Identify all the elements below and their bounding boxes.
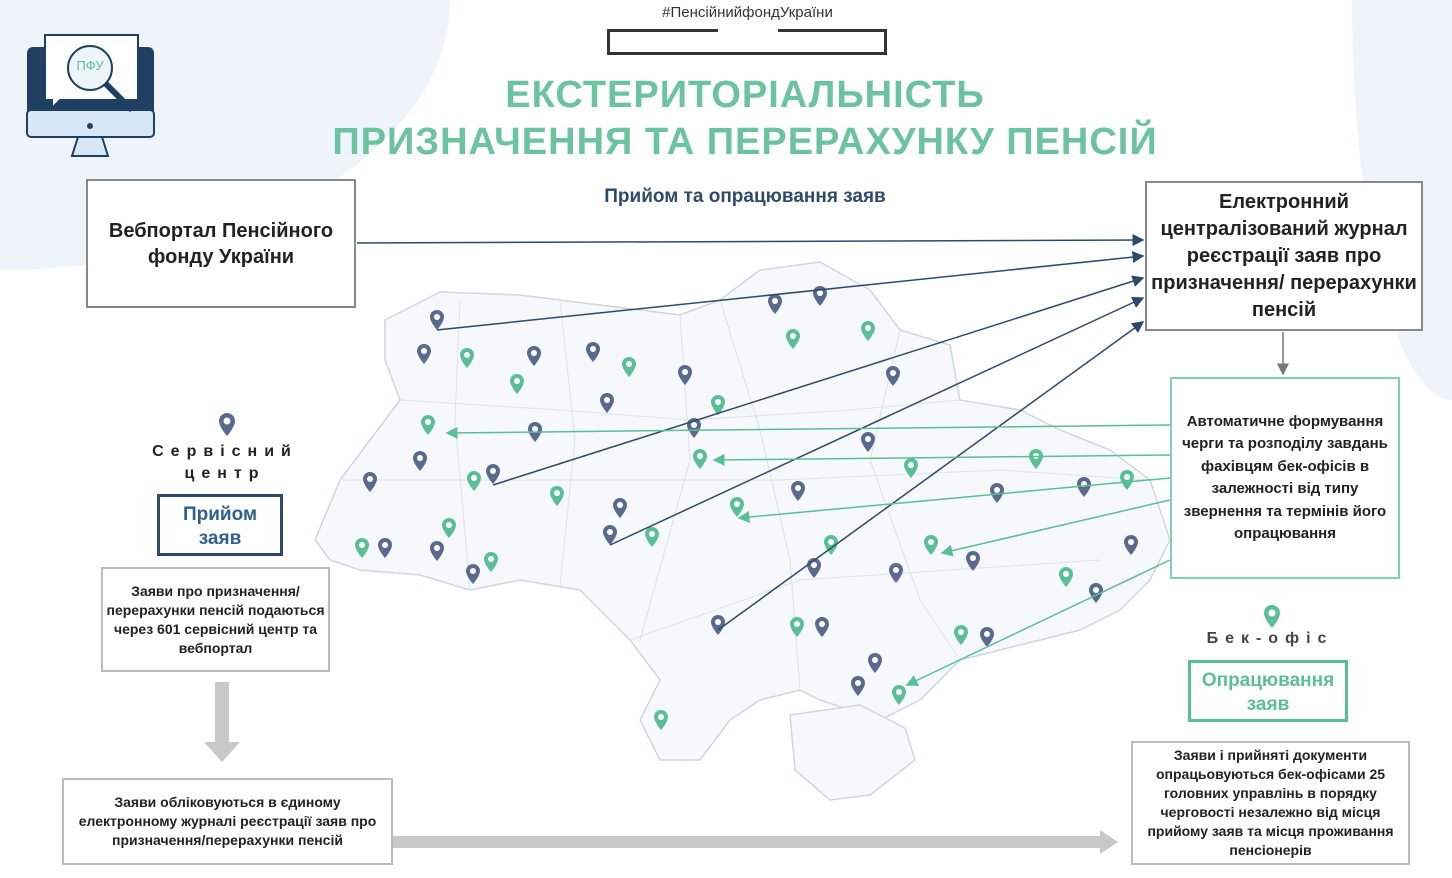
back-office-pin-icon: [693, 449, 707, 469]
service-center-pin-icon: [791, 481, 805, 501]
down-arrow: [204, 682, 240, 762]
pfu-logo: [26, 34, 155, 157]
service-center-pin-icon: [966, 551, 980, 571]
service-center-pin-icon: [768, 294, 782, 314]
service-center-pin-icon: [1124, 535, 1138, 555]
processing-box: Опрацювання заяв: [1188, 660, 1348, 722]
back-office-pin-icon: [924, 535, 938, 555]
arrow-to-back-office: [712, 453, 1171, 466]
title-line-2: ПРИЗНАЧЕННЯ ТА ПЕРЕРАХУНКУ ПЕНСІЙ: [332, 121, 1158, 163]
back-office-pin-icon: [786, 329, 800, 349]
ukraine-map: [314, 261, 1171, 801]
back-office-pin-icon: [442, 518, 456, 538]
service-center-pin-icon: [219, 413, 235, 436]
service-center-pin-icon: [600, 393, 614, 413]
service-center-pin-icon: [851, 676, 865, 696]
service-center-pin-icon: [990, 483, 1004, 503]
hashtag-frame: [607, 28, 887, 55]
service-center-pin-icon: [417, 344, 431, 364]
back-office-pin-icon: [904, 458, 918, 478]
back-office-pin-icon: [421, 415, 435, 435]
back-office-pin-icon: [355, 538, 369, 558]
arrow-to-back-office: [445, 424, 1171, 439]
service-center-pin-icon: [815, 617, 829, 637]
back-office-pin-icon: [550, 486, 564, 506]
back-office-pin-icon: [1059, 567, 1073, 587]
arrow-webportal-to-journal: [356, 234, 1145, 247]
reception-box: Прийом заяв: [157, 494, 283, 556]
service-center-pin-icon: [603, 525, 617, 545]
service-center-label: Сервісний центр: [152, 443, 298, 482]
map-pins: [355, 286, 1138, 730]
back-office-pin-icon: [892, 685, 906, 705]
hashtag: #ПенсійнийфондУкраїни: [662, 4, 833, 21]
arrow-to-back-office: [905, 559, 1171, 686]
back-office-pin-icon: [711, 395, 725, 415]
back-office-pin-icon: [460, 348, 474, 368]
title-line-1: ЕКСТЕРИТОРІАЛЬНІСТЬ: [505, 74, 985, 116]
service-center-pin-icon: [889, 563, 903, 583]
arrow-to-journal: [492, 275, 1145, 486]
back-office-pin-icon: [484, 552, 498, 572]
service-center-pin-icon: [430, 541, 444, 561]
service-center-pin-icon: [980, 627, 994, 647]
arrow-to-journal: [609, 296, 1145, 546]
service-center-pin-icon: [613, 498, 627, 518]
journal-box: Електронний централізований журнал реєст…: [1145, 181, 1423, 331]
logo-text: ПФУ: [76, 58, 104, 73]
service-center-pin-icon: [363, 472, 377, 492]
service-center-pin-icon: [711, 615, 725, 635]
arrow-to-journal: [717, 321, 1145, 631]
service-center-pin-icon: [378, 538, 392, 558]
service-center-pin-icon: [861, 432, 875, 452]
subtitle: Прийом та опрацювання заяв: [604, 186, 886, 207]
service-center-pin-icon: [813, 286, 827, 306]
back-office-pin-icon: [467, 471, 481, 491]
service-center-pin-icon: [678, 365, 692, 385]
journal-note: Заяви обліковуються в єдиному електронно…: [62, 778, 393, 865]
webportal-box: Вебпортал Пенсійного фонду України: [86, 179, 356, 308]
back-office-pin-icon: [510, 374, 524, 394]
back-office-note: Заяви і прийняті документи опрацьовуютьс…: [1131, 741, 1410, 865]
back-office-pin-icon: [1264, 605, 1280, 628]
service-center-pin-icon: [868, 653, 882, 673]
service-center-pin-icon: [430, 310, 444, 330]
back-office-pin-icon: [645, 527, 659, 547]
back-office-label: Бек-офіс: [1206, 630, 1334, 647]
service-center-pin-icon: [527, 346, 541, 366]
back-office-pin-icon: [790, 617, 804, 637]
arrow-to-back-office: [940, 499, 1171, 557]
service-center-pin-icon: [586, 342, 600, 362]
arrows: [204, 234, 1289, 854]
service-center-note: Заяви про призначення/перерахунки пенсій…: [101, 567, 330, 672]
service-center-pin-icon: [466, 564, 480, 584]
right-arrow: [393, 830, 1118, 854]
back-office-pin-icon: [1120, 470, 1134, 490]
service-center-pin-icon: [413, 451, 427, 471]
back-office-pin-icon: [861, 321, 875, 341]
back-office-pin-icon: [954, 625, 968, 645]
service-center-pin-icon: [1089, 583, 1103, 603]
queue-box: Автоматичне формування черги та розподіл…: [1170, 377, 1400, 579]
service-center-pin-icon: [687, 418, 701, 438]
back-office-pin-icon: [622, 357, 636, 377]
arrow-to-back-office: [737, 477, 1171, 524]
service-center-pin-icon: [486, 464, 500, 484]
back-office-pin-icon: [654, 710, 668, 730]
arrow-to-journal: [436, 251, 1145, 331]
service-center-pin-icon: [886, 366, 900, 386]
